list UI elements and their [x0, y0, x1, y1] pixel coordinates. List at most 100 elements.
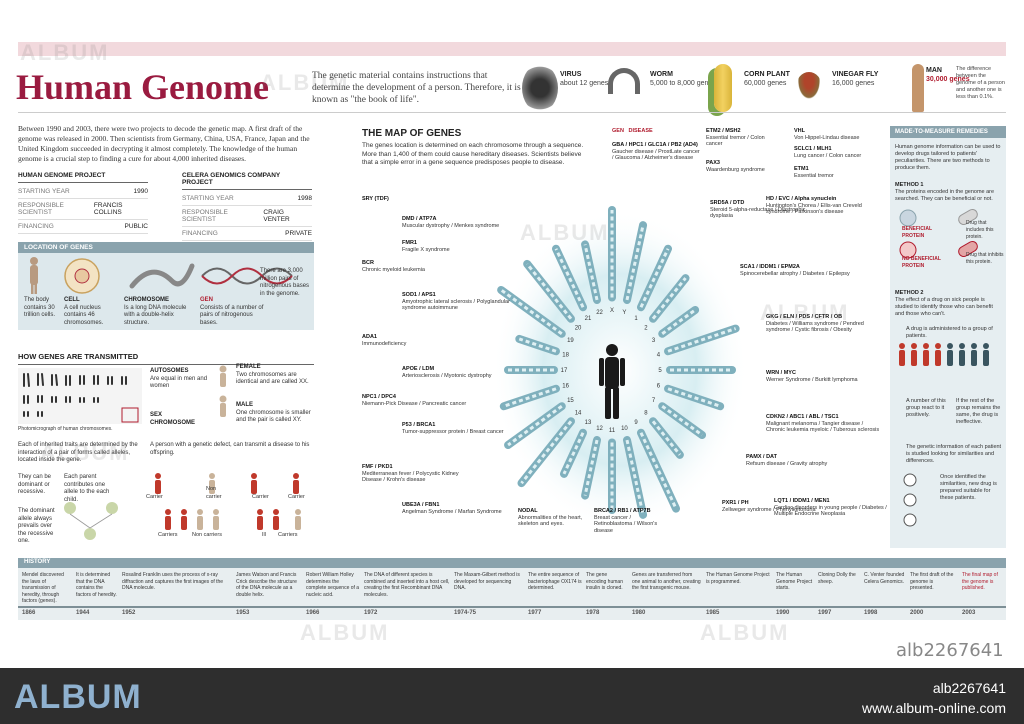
genome-difference-note: The difference between the genome of a p… [956, 66, 1005, 100]
non-carriers-label: Non carriers [192, 532, 222, 538]
chromosome-number: 13 [585, 420, 592, 426]
footer-image-ref: alb2267641 [932, 680, 1006, 696]
man-icon [912, 64, 924, 112]
organism-name: VIRUS [560, 71, 582, 78]
carriers-label: Carriers [158, 532, 178, 538]
beneficial-label: BENEFICIAL PROTEIN [902, 226, 932, 239]
history-item-text: C. Venter founded Celera Genomics. [864, 572, 905, 585]
history-year: 1977 [528, 610, 542, 616]
inherited-text: Each of inherited traits are determined … [18, 442, 138, 463]
sex-chromosome-label: SEX CHROMOSOME [150, 412, 195, 426]
history-item-text: The DNA of different species is combined… [364, 572, 450, 598]
history-year: 2000 [910, 610, 924, 616]
history-item-text: The final map of the genome is published… [962, 572, 998, 591]
inheritance-figures [155, 473, 301, 530]
patient-head [947, 343, 953, 349]
organism-name: WORM [650, 71, 673, 78]
patient-body [935, 350, 941, 366]
body-label: The body contains 30 trillion cells. [24, 297, 56, 318]
cell-icon [64, 258, 100, 294]
chromosome-9 [637, 428, 680, 513]
history-item-text: The gene encoding human insulin is clone… [586, 572, 623, 591]
chromosome-number: X [610, 308, 614, 314]
footer-url[interactable]: www.album-online.com [862, 700, 1006, 716]
chromosome-number: 18 [562, 352, 569, 358]
dna-icon [201, 267, 293, 285]
patient-body [911, 350, 917, 366]
organism-name: MAN [926, 67, 942, 74]
carriers-label-2: Carriers [278, 532, 298, 538]
album-logo[interactable]: ALBUM [14, 678, 142, 716]
chromosome-band [661, 405, 703, 437]
watermark: ALBUM [520, 220, 610, 245]
chromosome-number: 20 [575, 326, 582, 332]
patient-head [959, 343, 965, 349]
gene-label-left: SRY (TDF) [362, 196, 389, 202]
chromosome-number: 3 [652, 338, 656, 344]
patient-body [983, 350, 989, 366]
history-year: 1952 [122, 610, 136, 616]
chromosome-number: 8 [644, 410, 648, 416]
project-head: HUMAN GENOME PROJECT [18, 172, 148, 183]
no-beneficial-protein-icon [899, 241, 917, 259]
history-year: 1953 [236, 610, 250, 616]
history-item-text: James Watson and Francis Crick describe … [236, 572, 297, 598]
worm-icon [608, 68, 640, 94]
map-text: The genes location is determined on each… [362, 142, 584, 166]
history-panel [18, 558, 1006, 620]
chromosome-band [520, 420, 573, 485]
history-year: 1972 [364, 610, 378, 616]
chromosome-band [554, 248, 585, 308]
allele-diagram [64, 502, 118, 540]
method2-step2b: If the rest of the group remains the sam… [956, 398, 1001, 425]
remedies-head: MADE-TO-MEASURE REMEDIES [890, 126, 1006, 138]
ill-label: Ill [262, 532, 266, 538]
patient-body [947, 350, 953, 366]
history-year: 1866 [22, 610, 36, 616]
patient-head [923, 343, 929, 349]
pill-icon [958, 209, 978, 225]
history-item-text: Cloning Dolly the sheep. [818, 572, 856, 585]
history-item-text: Robert William Holley determines the com… [306, 572, 360, 598]
history-year: 2003 [962, 610, 976, 616]
history-item-text: Rosalind Franklin uses the process of x-… [122, 572, 224, 591]
method2-step3: The genetic information of each patient … [906, 444, 1002, 464]
patient-head [935, 343, 941, 349]
organism-name: VINEGAR FLY [832, 71, 879, 78]
remedies-intro: Human genome information can be used to … [895, 144, 1001, 171]
chromosome-number: 15 [567, 398, 574, 404]
karyotype-caption: Photomicrograph of human chromosomes. [18, 426, 113, 432]
patient-body [959, 350, 965, 366]
chromosome-icon [129, 263, 195, 289]
chromosome-number: 9 [634, 420, 638, 426]
chromosome-number: 4 [657, 352, 661, 358]
chromosome-rays [497, 206, 740, 519]
history-item-text: The Human Genome Project starts. [776, 572, 813, 591]
